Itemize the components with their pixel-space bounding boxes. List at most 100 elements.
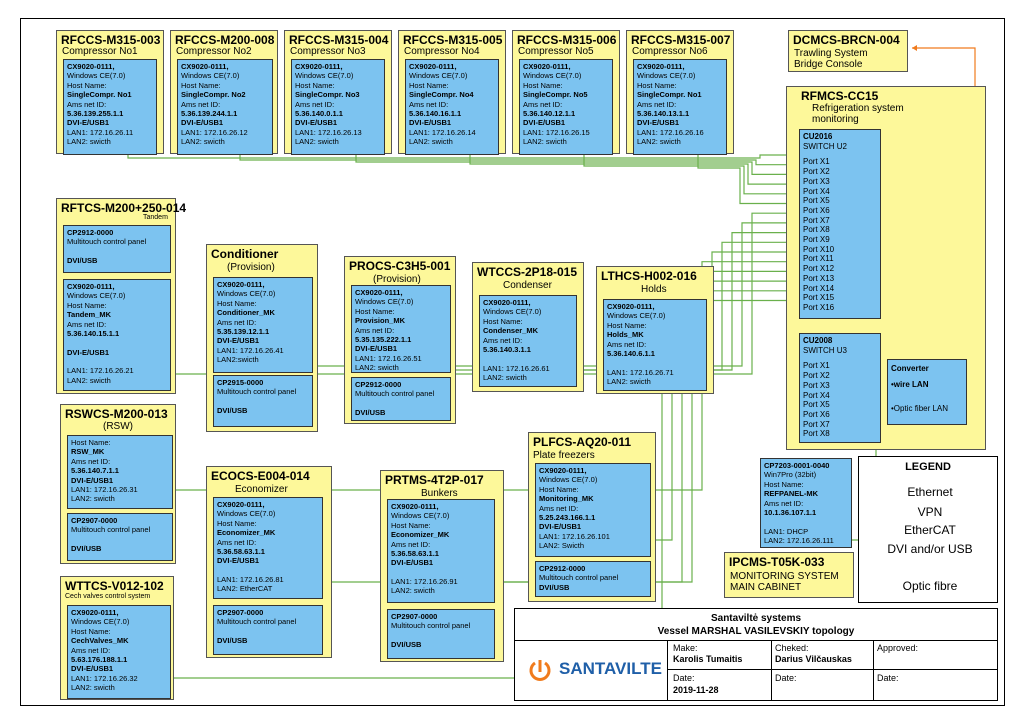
switch-name: CU2016: [803, 132, 833, 141]
controller-line: DVI-E/USB1: [637, 118, 680, 128]
controller-line: RSW_MK: [71, 447, 105, 457]
controller-plf: CX9020-0111,Windows CE(7.0)Host Name:Mon…: [535, 463, 651, 557]
station-subtitle: Bunkers: [421, 488, 458, 499]
panel-line: CP2915-0000: [217, 378, 264, 387]
controller-line: LAN2:swicth: [217, 355, 259, 364]
controller-line: LAN1: 172.16.26.21: [67, 366, 134, 376]
refpanel-line: REFPANEL-MK: [764, 489, 819, 499]
controller-line: Windows CE(7.0): [523, 71, 582, 81]
controller-line: Host Name:: [67, 300, 107, 310]
controller-line: Tandem_MK: [67, 310, 112, 320]
controller-line: Condenser_MK: [483, 326, 539, 336]
station-title: Conditioner: [211, 247, 279, 261]
switch-port: Port X14: [803, 283, 835, 293]
switch-port: Port X15: [803, 293, 835, 303]
santavilte-logo-icon: [527, 657, 553, 683]
controller-prt: CX9020-0111,Windows CE(7.0)Host Name:Eco…: [387, 499, 495, 603]
switch-name: CU2008: [803, 336, 833, 345]
controller-line: CX9020-0111,: [355, 288, 403, 297]
station-title: RFTCS-M200+250-014: [61, 201, 187, 215]
station-line: Trawling System: [794, 48, 868, 59]
refpanel-line: [764, 517, 848, 526]
switch-port: Port X6: [803, 205, 830, 215]
make-value: Karolis Tumaitis: [673, 654, 743, 664]
controller-line: CX9020-0111,: [409, 62, 457, 71]
refpanel-line: Win7Pro (32bit): [764, 470, 817, 480]
refpanel-line: LAN2: 172.16.26.111: [764, 536, 834, 545]
switch-port: Port X3: [803, 176, 830, 186]
controller-line: Ams net ID:: [523, 99, 563, 109]
controller-line: Windows CE(7.0): [409, 71, 468, 81]
controller-line: 5.35.135.222.1.1: [355, 334, 412, 344]
controller-line: [217, 566, 319, 575]
switch-port: Port X4: [803, 390, 830, 400]
panel-line: Multitouch control panel: [67, 237, 147, 247]
station-line: MAIN CABINET: [730, 582, 802, 593]
controller-line: Provision_MK: [355, 316, 406, 326]
controller-line: LAN1: 172.16.26.32: [71, 673, 138, 683]
panel-line: CP2907-0000: [217, 608, 264, 617]
switch-port: Port X7: [803, 419, 830, 429]
controller-line: LAN2: EtherCAT: [217, 584, 273, 594]
switch-port: Port X8: [803, 429, 830, 439]
ethernet-line: [355, 150, 798, 175]
controller-line: CX9020-0111,: [607, 302, 655, 311]
controller-line: LAN2: swicth: [607, 377, 651, 386]
switch-port: Port X3: [803, 380, 830, 390]
station-title: LTHCS-H002-016: [601, 269, 697, 283]
ethernet-line: [127, 150, 798, 159]
controller-line: Ams net ID:: [607, 339, 647, 349]
refpanel-line: 10.1.36.107.1.1: [764, 507, 817, 517]
controller-line: 5.63.176.188.1.1: [71, 654, 128, 664]
controller-line: LAN2: swicth: [483, 373, 527, 382]
controller-line: Ams net ID:: [295, 99, 335, 109]
controller-line: DVI-E/USB1: [181, 118, 224, 128]
controller-line: LAN1: 172.16.26.41: [217, 345, 284, 355]
legend-ethernet: Ethernet: [907, 485, 953, 499]
refpanel-line: CP7203-0001-0040: [764, 461, 830, 470]
station-proc: PROCS-C3H5-001(Provision)CX9020-0111,Win…: [344, 256, 456, 424]
ethernet-line: [239, 150, 798, 166]
station-title: PLFCS-AQ20-011: [533, 435, 632, 449]
controller-line: CX9020-0111,: [391, 502, 439, 511]
controller-line: Host Name:: [181, 80, 221, 90]
controller-line: 5.36.140.6.1.1: [607, 348, 655, 358]
station-subtitle: Compressor No3: [290, 46, 366, 57]
station-subtitle: (RSW): [103, 421, 133, 432]
converter-title: Converter: [891, 364, 929, 373]
controller-line: [67, 338, 167, 347]
controller-line: CX9020-0111,: [217, 280, 265, 289]
controller-line: CX9020-0111,: [295, 62, 343, 71]
controller-line: Windows CE(7.0): [637, 71, 696, 81]
ethernet-line: [166, 299, 798, 679]
station-subtitle: (Provision): [227, 262, 275, 273]
panel-line: DVI/USB: [217, 636, 248, 646]
controller-line: 5.36.58.63.1.1: [391, 548, 439, 558]
panel-line: [71, 535, 169, 544]
panel-line: Multitouch control panel: [217, 617, 297, 627]
panel-line: DVI/USB: [71, 544, 102, 554]
station-title: RSWCS-M200-013: [65, 407, 168, 421]
controller-line: LAN2: swicth: [67, 137, 111, 146]
controller-cond: CX9020-0111,Windows CE(7.0)Host Name:Con…: [213, 277, 313, 373]
legend-title: LEGEND: [905, 461, 951, 473]
station-subtitle: Compressor No1: [62, 46, 138, 57]
controller-line: Ams net ID:: [391, 539, 431, 549]
controller-line: Economizer_MK: [217, 528, 276, 538]
panel-line: DVI/USB: [217, 406, 248, 416]
controller-c4: CX9020-0111,Windows CE(7.0)Host Name:Sin…: [405, 59, 499, 155]
controller-line: Host Name:: [217, 298, 257, 308]
controller-line: Windows CE(7.0): [355, 297, 414, 307]
controller-c2: CX9020-0111,Windows CE(7.0)Host Name:Sin…: [177, 59, 273, 155]
controller-line: Ams net ID:: [67, 99, 107, 109]
